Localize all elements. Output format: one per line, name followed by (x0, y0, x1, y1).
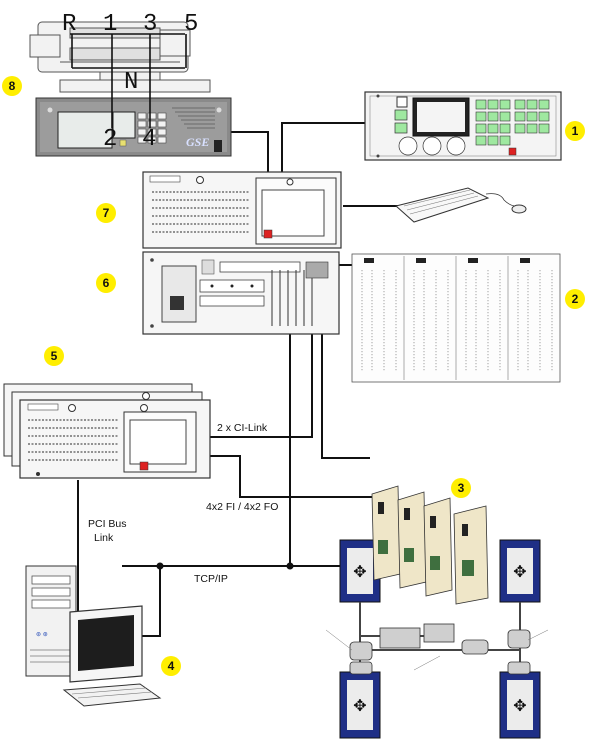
badge-8: 8 (2, 76, 22, 96)
svg-text:3: 3 (458, 481, 465, 495)
connection-lines (77, 122, 398, 637)
overlay-letter-1: 1 (103, 11, 117, 38)
badge-6: 6 (96, 273, 116, 293)
overlay-letter-n: N (124, 69, 138, 96)
badge-7: 7 (96, 203, 116, 223)
workstation-pc: ⊛ ⊛ (25, 565, 162, 707)
pc-rear-panel (142, 251, 340, 335)
svg-text:✥: ✥ (353, 696, 366, 715)
servo-actuator-system: ✥ ✥ ✥ ✥ (325, 485, 549, 739)
label-tcp-ip: TCP/IP (194, 573, 228, 585)
badge-1: 1 (565, 121, 585, 141)
overlay-letter-2: 2 (103, 126, 117, 153)
svg-text:✥: ✥ (353, 562, 366, 581)
label-fi-fo: 4x2 FI / 4x2 FO (206, 501, 278, 513)
svg-text:⊛ ⊛: ⊛ ⊛ (36, 632, 48, 638)
svg-text:2: 2 (572, 292, 579, 306)
overlay-letter-r: R (62, 11, 76, 38)
overlay-letter-3: 3 (143, 11, 157, 38)
svg-text:4: 4 (168, 659, 175, 673)
svg-text:6: 6 (103, 276, 110, 290)
badge-4: 4 (161, 656, 181, 676)
svg-text:7: 7 (103, 206, 110, 220)
svg-text:1: 1 (572, 124, 579, 138)
badge-3: 3 (451, 478, 471, 498)
gse-brand: GSE (186, 135, 209, 149)
link-labels: 2 x CI-Link 4x2 FI / 4x2 FO PCI Bus Link… (88, 422, 278, 585)
mechanism-sketch (29, 21, 211, 93)
overlay-letter-5: 5 (184, 11, 198, 38)
svg-text:5: 5 (51, 349, 58, 363)
label-ci-link: 2 x CI-Link (217, 422, 268, 434)
badge-2: 2 (565, 289, 585, 309)
tcp-junctions (156, 562, 294, 570)
keyboard-and-mouse (394, 187, 527, 223)
label-pci-bus: PCI Bus (88, 518, 127, 530)
svg-text:✥: ✥ (513, 696, 526, 715)
number-badges: 1 2 3 4 5 6 7 8 (2, 76, 585, 676)
svg-text:8: 8 (9, 79, 16, 93)
industrial-pc (142, 171, 342, 249)
io-boards (351, 253, 561, 383)
label-pci-link: Link (94, 532, 114, 544)
badge-5: 5 (44, 346, 64, 366)
svg-text:✥: ✥ (513, 562, 526, 581)
rack-pc-stack (3, 383, 211, 479)
hmi-operator-panel (364, 91, 562, 161)
gse-controller: GSE R 1 3 5 N 2 4 (29, 11, 232, 157)
overlay-letter-4: 4 (142, 126, 156, 153)
